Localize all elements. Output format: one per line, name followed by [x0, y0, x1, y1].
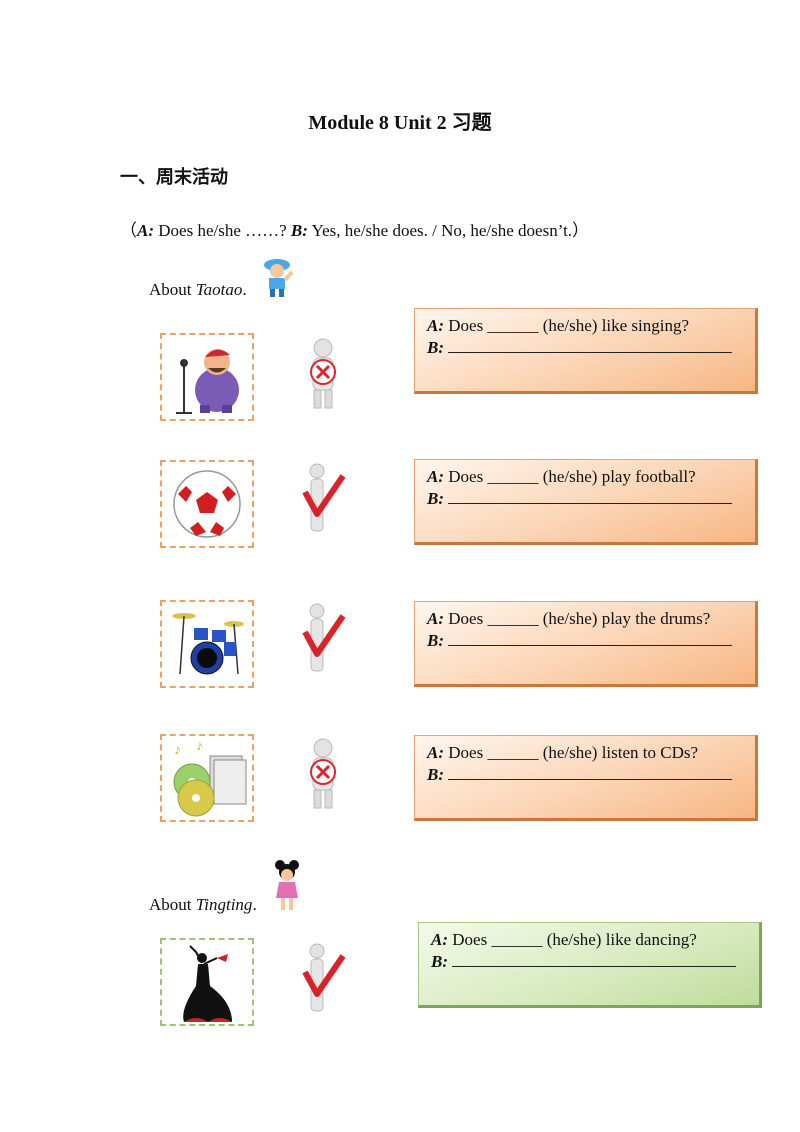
about-prefix: About: [149, 280, 196, 299]
instruction-open-paren: （: [120, 221, 137, 240]
check-figure-icon: [302, 943, 345, 1012]
svg-text:♪: ♪: [196, 739, 203, 754]
cross-figure-icon: [310, 338, 336, 409]
dancer-icon: [183, 945, 232, 1022]
about-prefix: About: [149, 895, 196, 914]
a-label: A:: [427, 316, 444, 335]
cds-picture: ♪ ♪: [160, 734, 254, 822]
b-label: B:: [427, 338, 444, 357]
question-box-1: A: Does ______ (he/she) like singing? B:: [414, 308, 758, 394]
question-box-2: A: Does ______ (he/she) play football? B…: [414, 459, 758, 545]
taotao-avatar-icon: [264, 259, 294, 297]
dancer-picture: [160, 938, 254, 1026]
singer-picture: [160, 333, 254, 421]
section-heading: 一、周末活动: [120, 167, 228, 188]
about-name: Taotao: [195, 280, 243, 299]
question-box-4: A: Does ______ (he/she) listen to CDs? B…: [414, 735, 758, 821]
tingting-avatar-icon: [275, 860, 299, 910]
football-picture: [160, 460, 254, 548]
svg-text:♪: ♪: [174, 743, 181, 758]
a-label: A:: [427, 609, 444, 628]
question-box-3: A: Does ______ (he/she) play the drums? …: [414, 601, 758, 687]
check-figure-icon: [302, 603, 345, 672]
answer-blank[interactable]: [448, 337, 733, 353]
page-title: Module 8 Unit 2 习题: [308, 112, 492, 134]
instruction-a-label: A:: [137, 221, 154, 240]
b-label: B:: [427, 489, 444, 508]
answer-blank[interactable]: [448, 488, 733, 504]
instruction-line: （A: Does he/she ……? B: Yes, he/she does.…: [120, 216, 589, 241]
b-label: B:: [427, 765, 444, 784]
about-suffix: .: [252, 895, 257, 914]
drums-picture: [160, 600, 254, 688]
question-text: Does ______ (he/she) like singing?: [444, 316, 690, 335]
instruction-b-label: B:: [290, 221, 308, 240]
cds-icon: ♪ ♪: [173, 739, 247, 817]
answer-blank[interactable]: [448, 630, 733, 646]
instruction-b-text: Yes, he/she does. / No, he/she doesn’t.: [307, 221, 573, 240]
check-figure-icon: [302, 463, 345, 532]
answer-blank[interactable]: [452, 951, 737, 967]
football-icon: [173, 470, 241, 538]
about-name: Tingting: [195, 895, 253, 914]
instruction-close-paren: ）: [572, 221, 590, 240]
a-label: A:: [431, 930, 448, 949]
a-label: A:: [427, 743, 444, 762]
b-label: B:: [427, 631, 444, 650]
cross-figure-icon: [310, 738, 336, 809]
about-suffix: .: [242, 280, 247, 299]
question-box-5: A: Does ______ (he/she) like dancing? B:: [418, 922, 762, 1008]
question-text: Does ______ (he/she) like dancing?: [448, 930, 697, 949]
instruction-a-text: Does he/she ……?: [154, 221, 291, 240]
question-text: Does ______ (he/she) listen to CDs?: [444, 743, 699, 762]
answer-blank[interactable]: [448, 764, 733, 780]
about-taotao-label: About Taotao.: [149, 280, 247, 300]
singer-icon: [176, 349, 239, 414]
question-text: Does ______ (he/she) play the drums?: [444, 609, 711, 628]
b-label: B:: [431, 952, 448, 971]
a-label: A:: [427, 467, 444, 486]
drums-icon: [172, 613, 244, 675]
question-text: Does ______ (he/she) play football?: [444, 467, 696, 486]
about-tingting-label: About Tingting.: [149, 895, 257, 915]
